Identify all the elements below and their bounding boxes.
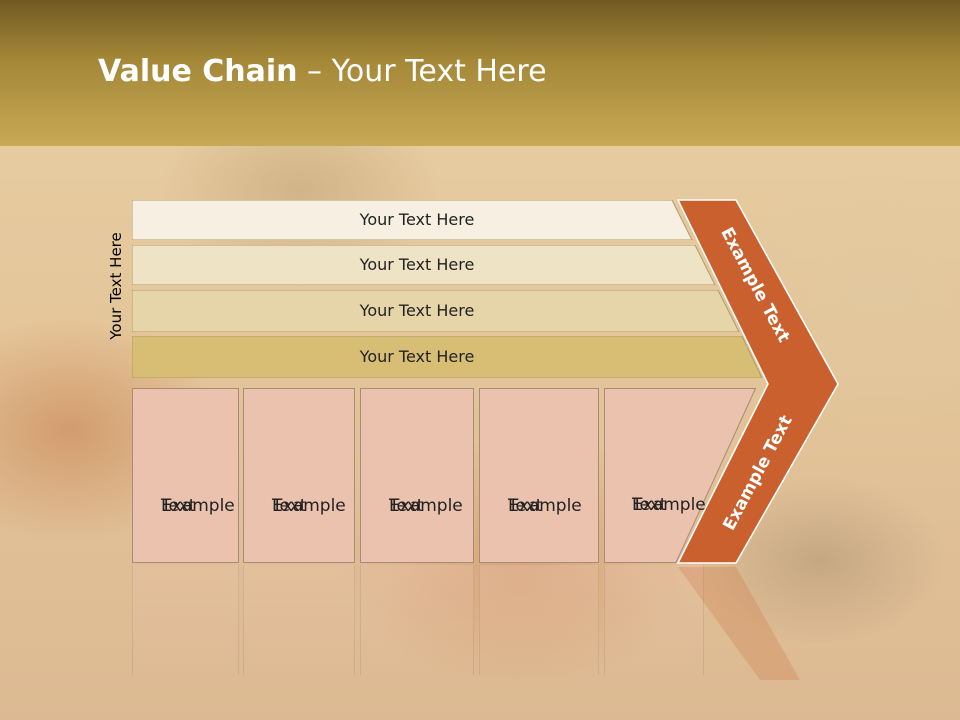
reflection-3 [360, 565, 474, 675]
box-3-line1: Example [389, 496, 463, 516]
reflection-5 [604, 565, 704, 675]
title-bold: Value Chain [98, 54, 298, 89]
box-3-line2: Text [389, 496, 424, 516]
bar-2-label: Your Text Here [359, 255, 475, 274]
title-rest: – Your Text Here [297, 54, 547, 89]
title-banner: Value Chain – Your Text Here [0, 0, 960, 146]
slide-title: Value Chain – Your Text Here [98, 54, 547, 89]
reflection-2 [243, 565, 355, 675]
box-5-line1: Example [632, 495, 706, 515]
bar-3-label: Your Text Here [359, 301, 475, 320]
bar-1-label: Your Text Here [359, 210, 475, 229]
box-4-line2: Text [508, 496, 543, 516]
bar-4-label: Your Text Here [359, 347, 475, 366]
box-4-line1: Example [508, 496, 582, 516]
box-2-line1: Example [272, 496, 346, 516]
box-5-line2: Text [632, 495, 667, 515]
box-1-line1: Example [161, 496, 235, 516]
box-2-line2: Text [272, 496, 307, 516]
reflection-4 [479, 565, 599, 675]
box-1-line2: Text [161, 496, 196, 516]
reflection-1 [132, 565, 239, 675]
